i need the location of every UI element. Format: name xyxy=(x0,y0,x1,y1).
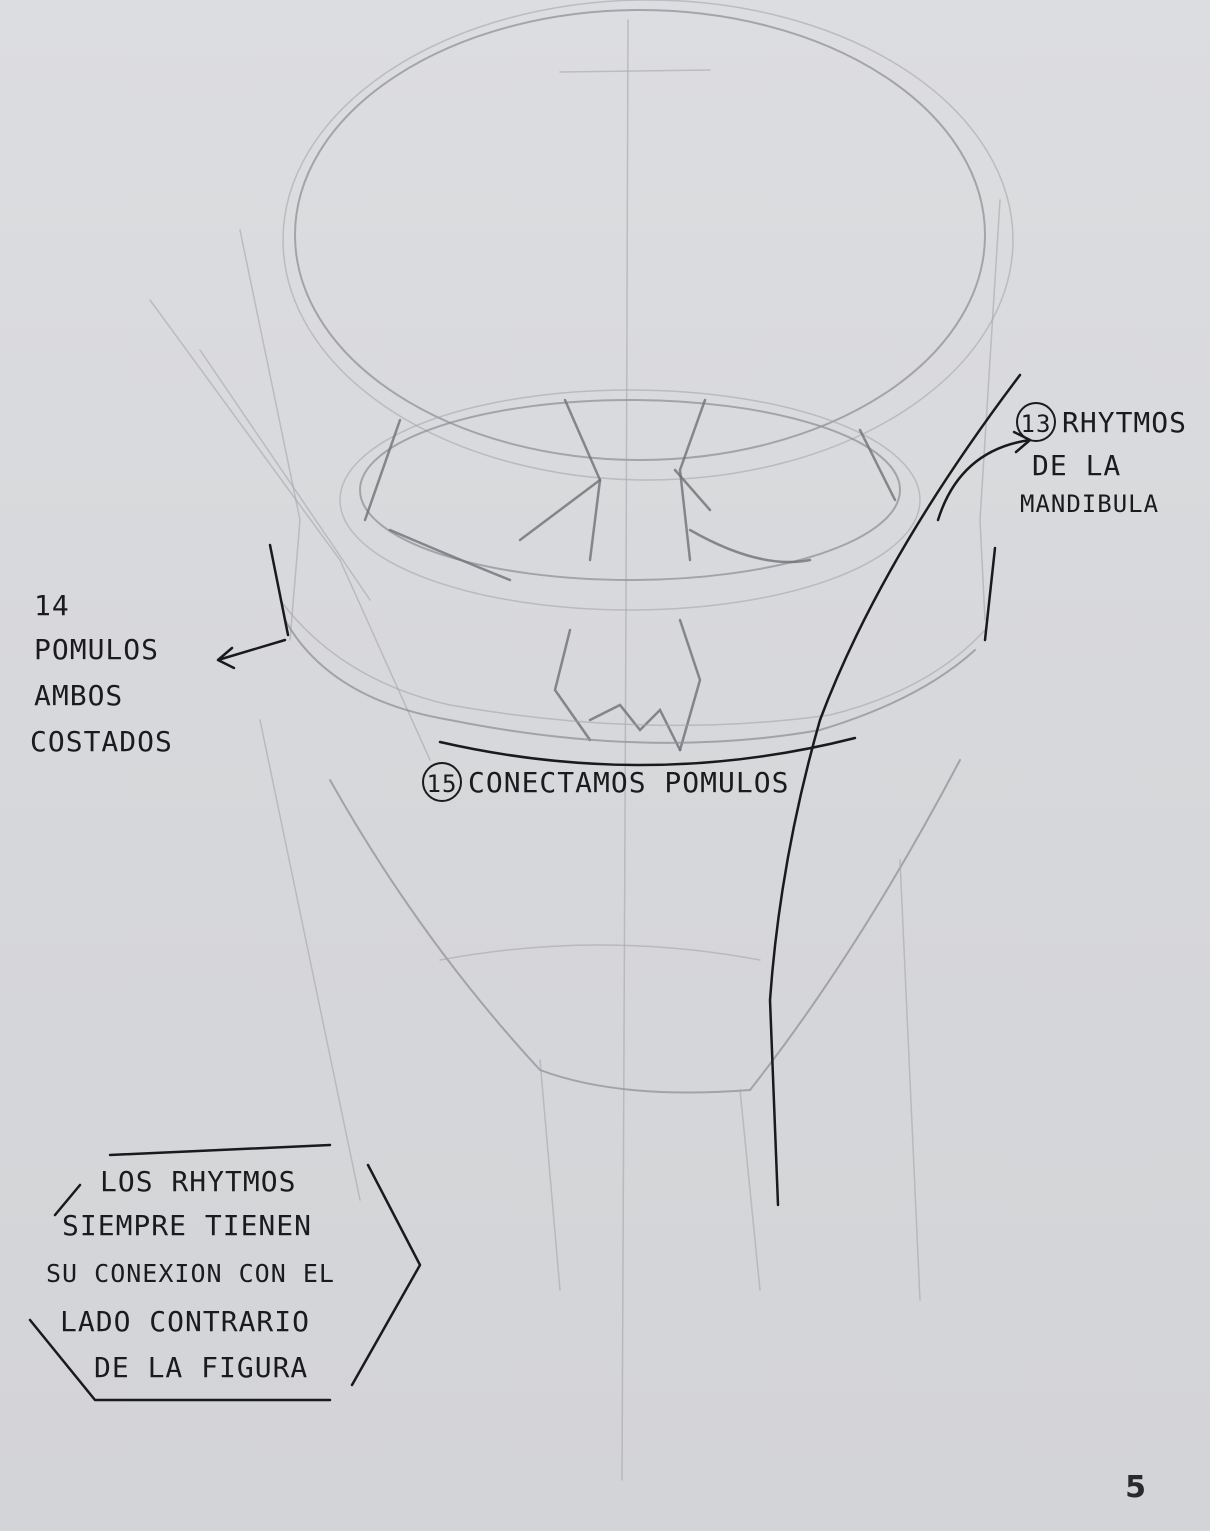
arrow-14 xyxy=(218,640,285,668)
note-line-1: LOS RHYTMOS xyxy=(100,1162,296,1202)
annotation-14-number: 14 xyxy=(34,586,70,626)
nose-right-branch xyxy=(675,470,710,510)
right-trapezius xyxy=(900,860,920,1300)
annotation-15-number: 15 xyxy=(422,762,462,802)
jaw-line xyxy=(330,760,960,1093)
nose-left-branch xyxy=(520,480,600,540)
left-socket-edge xyxy=(365,420,400,520)
neck-left xyxy=(540,1060,560,1290)
left-diagonal-2 xyxy=(200,350,370,600)
annotation-14-line-3: COSTADOS xyxy=(30,722,173,762)
page-number: 5 xyxy=(1125,1470,1146,1505)
cranium-circle xyxy=(295,10,985,460)
annotation-13-line-1: RHYTMOS xyxy=(1062,406,1187,439)
mouth-line xyxy=(440,945,760,960)
note-line-4: LADO CONTRARIO xyxy=(60,1302,310,1342)
brow-ellipse-outer xyxy=(340,390,920,610)
annotation-13-line-3: MANDIBULA xyxy=(1020,484,1159,524)
right-cheek-mark xyxy=(985,548,995,640)
nostril-left xyxy=(555,630,590,740)
note-line-2: SIEMPRE TIENEN xyxy=(62,1206,312,1246)
annotation-13-line-2: DE LA xyxy=(1032,446,1121,486)
annotation-14-line-1: POMULOS xyxy=(34,630,159,670)
neck-right xyxy=(740,1090,760,1290)
annotation-15-text: CONECTAMOS POMULOS xyxy=(468,766,789,799)
left-cheek-mark xyxy=(270,545,288,635)
nose-left-top xyxy=(565,400,600,560)
note-line-5: DE LA FIGURA xyxy=(94,1348,308,1388)
right-lower-lid xyxy=(690,530,810,562)
cranium-circle-outer xyxy=(283,0,1013,480)
annotation-13-number: 13 xyxy=(1016,402,1056,442)
annotation-14-line-2: AMBOS xyxy=(34,676,123,716)
top-cross-mark xyxy=(560,70,710,72)
left-trapezius xyxy=(260,720,360,1200)
note-line-3: SU CONEXION CON EL xyxy=(46,1254,335,1294)
left-lower-lid xyxy=(390,530,510,580)
nostril-right xyxy=(680,620,700,750)
center-line xyxy=(622,20,628,1480)
